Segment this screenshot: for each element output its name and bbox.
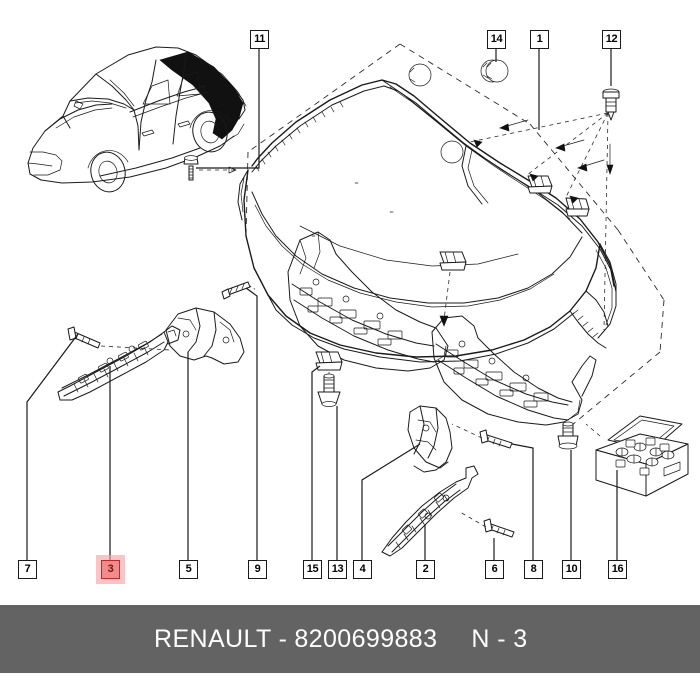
right-reinforcement-bracket [431, 315, 597, 426]
leader-lines-bottom [26, 287, 618, 560]
grommet-ring-item-14 [485, 59, 509, 83]
vehicle-illustration [27, 46, 247, 193]
brand-label: RENAULT [154, 624, 272, 653]
callout-12[interactable]: 12 [602, 30, 621, 49]
screw-item-8 [451, 423, 513, 449]
callout-1[interactable]: 1 [530, 30, 549, 49]
footer-bar: RENAULT - 8200699883 N - 3 [0, 605, 700, 673]
callout-3[interactable]: 3 [101, 560, 120, 579]
screw-item-6 [459, 511, 515, 538]
callout-10[interactable]: 10 [562, 560, 581, 579]
fastener-kit-box-item-16 [585, 415, 689, 497]
plastic-nut-screw-item-13 [317, 373, 341, 407]
callout-15[interactable]: 15 [303, 560, 322, 579]
callout-9[interactable]: 9 [248, 560, 267, 579]
part-number-label: 8200699883 [294, 624, 438, 653]
callout-2[interactable]: 2 [416, 560, 435, 579]
callout-16[interactable]: 16 [608, 560, 627, 579]
assembly-arrows [499, 119, 614, 175]
callout-6[interactable]: 6 [485, 560, 504, 579]
technical-line-art: .ln { fill:none; stroke:#1a1a1a; stroke-… [26, 43, 689, 560]
callout-13[interactable]: 13 [328, 560, 347, 579]
callout-8[interactable]: 8 [524, 560, 543, 579]
assembly-envelope [245, 43, 665, 431]
pin-rivet-item-9 [221, 281, 257, 300]
push-rivet-item-12 [469, 88, 620, 331]
callout-14[interactable]: 14 [487, 30, 506, 49]
footer-below-whitespace [0, 673, 700, 700]
callout-4[interactable]: 4 [353, 560, 372, 579]
callout-11[interactable]: 11 [250, 30, 269, 49]
retaining-clip-upper [439, 251, 467, 327]
lower-side-bracket-item-2 [381, 465, 479, 557]
bolt-item-10 [557, 421, 579, 450]
wheel-arch-bracket-item-5 [165, 307, 245, 365]
bolt-item-11 [183, 155, 237, 181]
callout-7[interactable]: 7 [18, 560, 37, 579]
clip-seat-b [565, 197, 590, 217]
diagram-canvas: .ln { fill:none; stroke:#1a1a1a; stroke-… [18, 30, 689, 579]
left-reinforcement-bracket [287, 231, 449, 372]
retaining-clip-lower-left [315, 351, 343, 400]
callout-5[interactable]: 5 [179, 560, 198, 579]
side-guide-rail-item-3 [57, 325, 181, 401]
leader-lines-top [196, 49, 612, 169]
plate-reference-label: N - 3 [471, 624, 528, 653]
separator-dash: - [278, 624, 288, 653]
corner-support-bracket-item-4 [407, 405, 453, 473]
clip-seat-a [527, 175, 553, 194]
rear-bumper-cover-assembly [237, 59, 617, 363]
footer-caption: RENAULT - 8200699883 N - 3 [154, 625, 528, 654]
